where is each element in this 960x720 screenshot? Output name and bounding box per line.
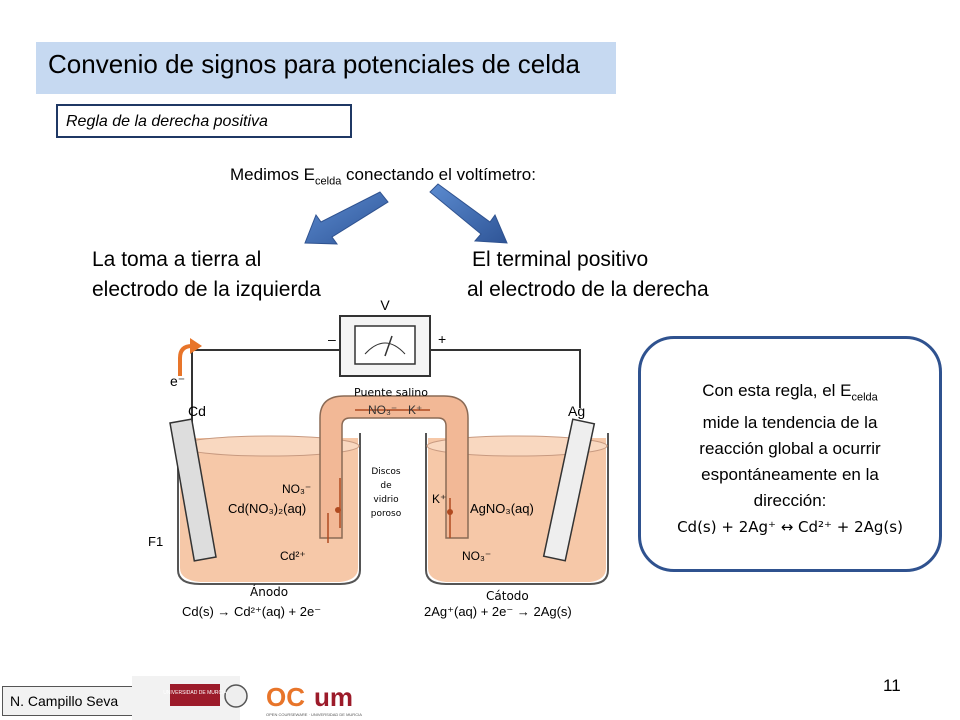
right-text-line1: El terminal positivo — [472, 248, 649, 271]
electron-flow-arrow-icon — [178, 338, 202, 376]
info-box — [638, 336, 942, 572]
minus-label: – — [328, 331, 336, 347]
left-arrow-icon — [304, 191, 389, 245]
info-reaction: Cd(s) + 2Ag⁺ ↔ Cd²⁺ + 2Ag(s) — [677, 518, 903, 537]
ocw-logo-um: um — [314, 682, 353, 712]
anode-equation: Cd(s) → Cd²⁺(aq) + 2e⁻ — [182, 604, 321, 619]
voltmeter — [339, 315, 431, 377]
cd-electrode — [169, 418, 217, 562]
measure-text: Medimos Ecelda conectando el voltímetro: — [230, 165, 536, 187]
no3-right-label: NO₃⁻ — [462, 549, 491, 563]
cathode-equation: 2Ag⁺(aq) + 2e⁻ → 2Ag(s) — [424, 604, 572, 619]
left-beaker — [177, 433, 361, 585]
discs-line3: vidrio — [373, 495, 399, 505]
ag-label: Ag — [568, 403, 585, 419]
right-text-line2: al electrodo de la derecha — [467, 278, 709, 301]
info-line1: Con esta regla, el Ecelda — [702, 381, 878, 404]
discs-line4: poroso — [371, 509, 402, 519]
no3-left-label: NO₃⁻ — [282, 482, 311, 496]
info-line2: mide la tendencia de la — [702, 413, 878, 433]
cd-label: Cd — [188, 403, 206, 419]
right-arrow-icon — [429, 183, 508, 244]
um-logo-red-block — [170, 684, 220, 706]
k-top-label: K⁺ — [408, 403, 422, 417]
rule-text: Regla de la derecha positiva — [66, 113, 268, 130]
info-line5: dirección: — [753, 491, 827, 511]
ion-arrows — [327, 409, 451, 543]
author-name: N. Campillo Seva — [10, 693, 119, 709]
ag-electrode — [542, 418, 596, 562]
measure-suffix: conectando el voltímetro: — [341, 165, 536, 184]
figure-label: F1 — [148, 534, 164, 549]
plus-label: + — [438, 331, 446, 347]
slide-title: Convenio de signos para potenciales de c… — [48, 49, 580, 79]
salt-bridge-label: Puente salino — [354, 386, 428, 399]
anode-label: Ánodo — [250, 584, 288, 599]
measure-sub: celda — [315, 175, 342, 188]
footer-logos: UNIVERSIDAD DE MURCIA OC um OPEN COURSEW… — [132, 676, 362, 720]
info-line3: reacción global a ocurrir — [699, 439, 881, 459]
right-solution-label: AgNO₃(aq) — [470, 501, 534, 516]
measure-prefix: Medimos E — [230, 165, 316, 184]
discs-line1: Discos — [371, 467, 401, 477]
info-line4: espontáneamente en la — [701, 465, 879, 485]
title-bar — [36, 42, 616, 94]
page-number: 11 — [883, 676, 901, 695]
left-solution-label: Cd(NO₃)₂(aq) — [228, 501, 306, 516]
logo1-text: UNIVERSIDAD DE MURCIA — [163, 690, 227, 696]
electron-label: e⁻ — [170, 373, 185, 389]
um-seal-icon — [224, 684, 248, 708]
k-right-label: K⁺ — [432, 492, 446, 506]
cd2-left-label: Cd²⁺ — [280, 549, 306, 563]
left-text-line1: La toma a tierra al — [92, 248, 262, 271]
no3-top-label: NO₃⁻ — [368, 403, 397, 417]
rule-box — [56, 104, 352, 138]
info-text: Con esta regla, el Ecelda mide la tenden… — [648, 378, 932, 540]
ocw-logo-oc: OC — [266, 682, 305, 712]
galvanic-cell-diagram: V – + e⁻ Cd Ag Puente salino NO₃⁻ K⁺ Dis… — [169, 298, 609, 619]
salt-bridge — [319, 395, 469, 539]
left-text-line2: electrodo de la izquierda — [92, 278, 321, 301]
ocw-logo-sub: OPEN COURSEWARE · UNIVERSIDAD DE MURCIA — [266, 712, 362, 717]
voltmeter-label: V — [380, 298, 390, 313]
cathode-label: Cátodo — [486, 589, 529, 603]
author-box — [2, 686, 146, 716]
discs-line2: de — [380, 481, 392, 491]
